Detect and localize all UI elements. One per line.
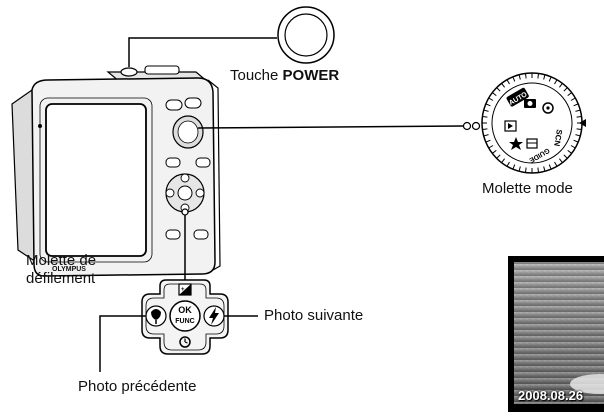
dial-tooth xyxy=(496,154,501,159)
dial-tooth xyxy=(482,115,488,118)
dial-tooth xyxy=(492,92,497,97)
dial-tooth xyxy=(554,79,558,85)
camera-brand: OLYMPUS xyxy=(52,266,86,273)
dial-tooth xyxy=(512,76,516,82)
dial-tooth xyxy=(575,109,581,112)
dial-tooth xyxy=(537,167,540,173)
guide-icon xyxy=(526,138,538,149)
next-photo-label: Photo suivante xyxy=(264,307,364,324)
dial-tooth xyxy=(570,97,576,101)
ok-func-button xyxy=(169,300,201,332)
exposure-icon: + xyxy=(178,283,192,296)
prev-photo-label: Photo précédente xyxy=(78,378,197,395)
dial-tooth xyxy=(558,83,563,88)
power-switch-slot xyxy=(144,65,180,75)
arrow-pad-illustration: OK FUNC + xyxy=(141,279,229,355)
dial-tooth xyxy=(501,83,506,88)
dial-tooth xyxy=(492,149,497,154)
play-icon xyxy=(504,120,517,132)
macro-icon xyxy=(145,305,167,327)
dial-tooth xyxy=(485,103,491,107)
dial-tooth xyxy=(512,164,516,170)
scroll-wheel-label-line2: défilement xyxy=(26,270,96,287)
dial-tooth xyxy=(567,149,572,154)
power-key-name: POWER xyxy=(282,67,340,84)
dial-tooth xyxy=(573,103,579,107)
dial-tooth xyxy=(548,164,552,170)
auto-mode-icon xyxy=(506,87,529,107)
dial-tooth xyxy=(501,158,506,163)
scroll-wheel-label-line1: Molette de xyxy=(26,252,97,269)
prev-photo-leader-line xyxy=(99,315,146,372)
dial-tooth xyxy=(483,134,489,137)
camera-icon xyxy=(524,99,536,108)
dial-tooth xyxy=(518,166,521,172)
dial-tooth xyxy=(537,73,540,79)
dial-tooth xyxy=(524,73,527,79)
mode-dial-illustration: AUTO SCN GUIDE xyxy=(481,72,586,174)
dial-tooth xyxy=(576,128,582,131)
dial-tooth xyxy=(576,115,582,118)
camera-body: OLYMPUS xyxy=(11,65,221,277)
photo-thumbnail xyxy=(508,256,604,412)
mode-dial-label: Molette mode xyxy=(482,180,573,197)
power-key-label: Touche POWER xyxy=(230,67,339,85)
dial-tooth xyxy=(573,139,579,143)
ok-label: OK xyxy=(178,305,192,315)
dial-tooth xyxy=(482,128,488,131)
scn-mode-label: SCN xyxy=(552,129,564,147)
dial-tooth xyxy=(548,76,552,82)
dial-tooth xyxy=(524,167,527,173)
flash-icon xyxy=(203,305,225,327)
mode-dial-leader-line xyxy=(197,125,464,129)
svg-text:+: + xyxy=(181,287,185,293)
scene-icon xyxy=(542,102,554,114)
dial-tooth xyxy=(506,79,510,85)
dial-tooth xyxy=(483,109,489,112)
photo-date: 2008.08.26 xyxy=(518,388,584,403)
dial-tooth xyxy=(558,158,563,163)
dial-tooth xyxy=(488,145,494,149)
dial-tooth xyxy=(543,166,546,172)
dial-tooth xyxy=(554,161,558,167)
power-leader-line xyxy=(128,37,277,67)
camera-screen xyxy=(45,103,147,257)
dial-tooth xyxy=(543,74,546,80)
power-key-prefix: Touche xyxy=(230,67,283,84)
self-timer-icon xyxy=(179,336,191,348)
favorite-icon xyxy=(509,137,523,150)
power-button-illustration xyxy=(277,6,335,64)
func-label: FUNC xyxy=(175,318,194,325)
dial-tooth xyxy=(575,134,581,137)
dial-tooth xyxy=(488,97,494,101)
dial-tooth xyxy=(496,87,501,92)
dial-tooth xyxy=(563,87,568,92)
dial-tooth xyxy=(567,92,572,97)
dial-tooth xyxy=(518,74,521,80)
shutter-button xyxy=(120,67,138,77)
dial-tooth xyxy=(570,145,576,149)
dial-tooth xyxy=(506,161,510,167)
dial-tooth xyxy=(563,154,568,159)
dial-tooth xyxy=(485,139,491,143)
